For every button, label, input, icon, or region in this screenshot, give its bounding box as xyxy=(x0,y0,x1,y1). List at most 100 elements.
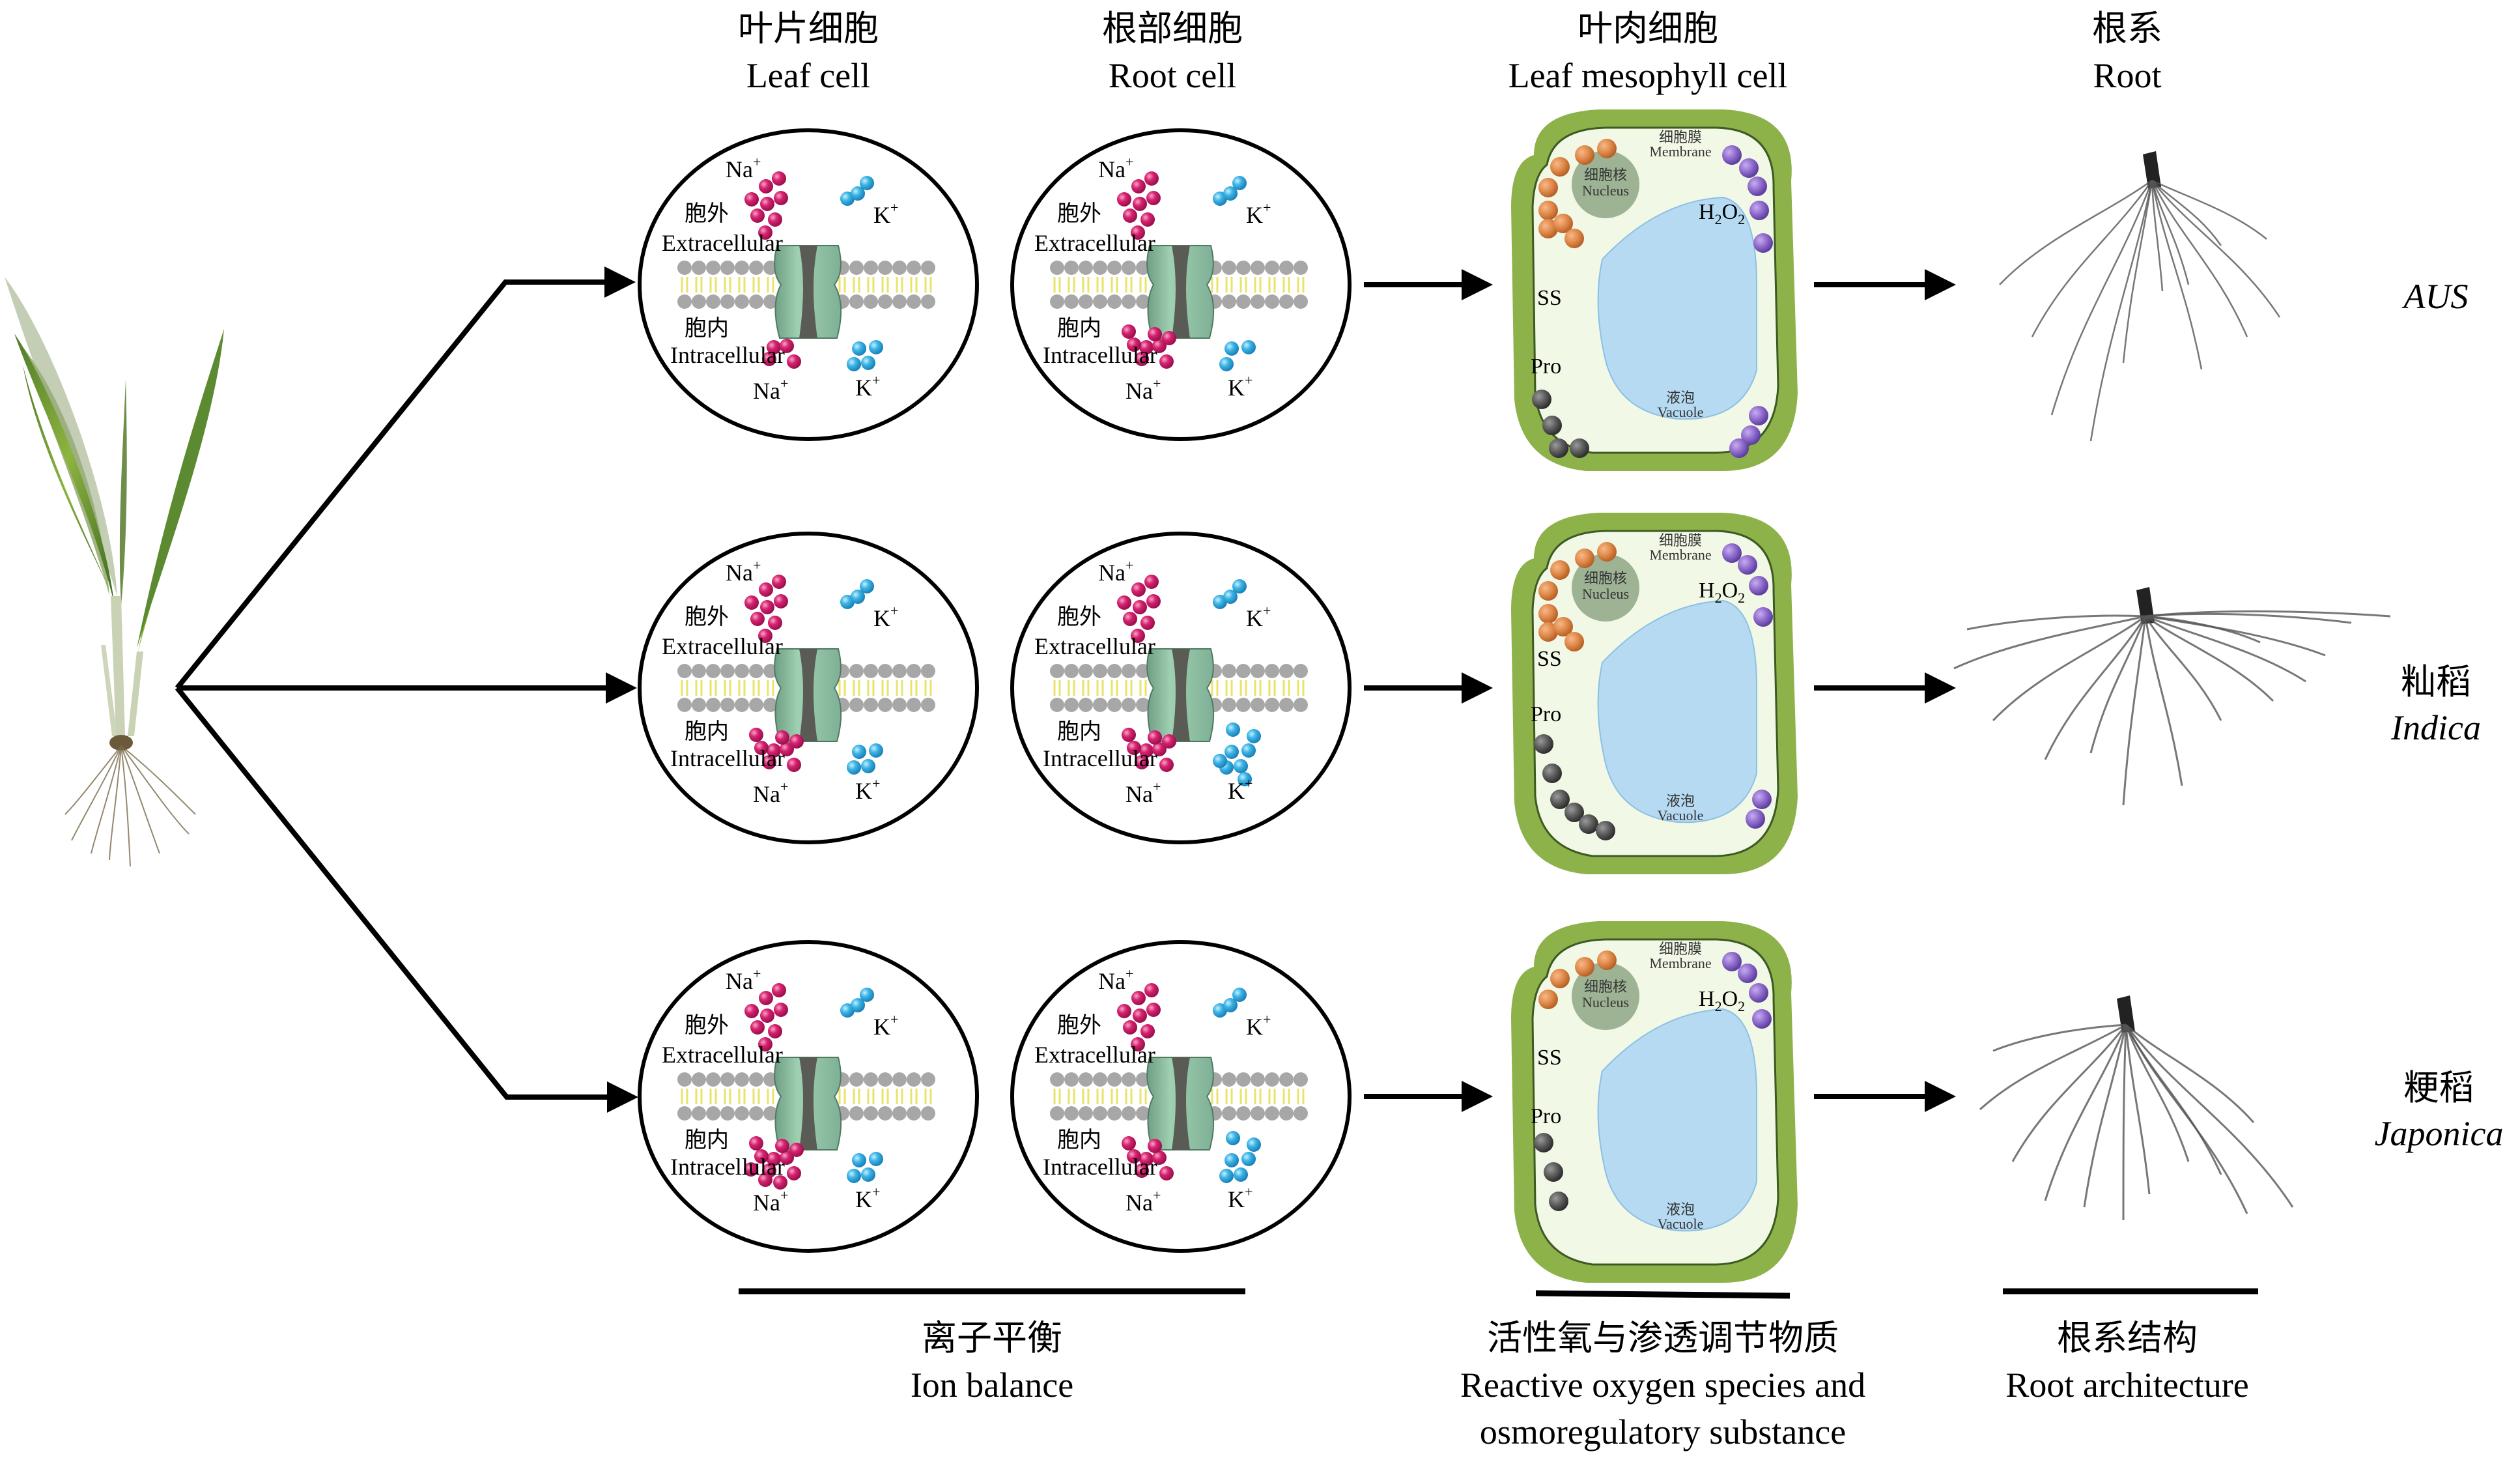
na-ion xyxy=(789,734,804,749)
nucleus-label-en: Nucleus xyxy=(1582,182,1629,199)
root-branch xyxy=(2044,616,2147,760)
plant-leaf xyxy=(119,379,127,606)
ss-particle xyxy=(1538,622,1558,642)
proline-particle xyxy=(1532,390,1551,409)
ions xyxy=(1117,983,1261,1183)
h2o2-particle xyxy=(1746,809,1765,829)
header-zh: 叶肉细胞 xyxy=(1578,9,1718,48)
k-ion xyxy=(861,759,875,773)
k-ion xyxy=(1241,340,1256,354)
root-branch xyxy=(2125,1024,2190,1162)
na-ion xyxy=(759,991,773,1005)
ss-particle xyxy=(1597,951,1617,970)
plant-leaf xyxy=(14,334,114,603)
extracellular-label-zh: 胞外 xyxy=(1057,201,1101,226)
nucleus-label-en: Nucleus xyxy=(1582,586,1629,602)
vacuole-label-zh: 液泡 xyxy=(1666,1201,1695,1218)
na-ion xyxy=(759,179,773,193)
pro-label: Pro xyxy=(1531,354,1561,379)
vacuole xyxy=(1597,599,1757,823)
na-ion xyxy=(775,730,789,745)
root-branch xyxy=(2151,180,2164,292)
na-ion xyxy=(780,1151,794,1165)
intracellular-label-zh: 胞内 xyxy=(1057,1128,1101,1152)
k-ion xyxy=(869,743,883,758)
na-ion xyxy=(758,225,772,240)
vacuole-label-zh: 液泡 xyxy=(1666,793,1695,809)
intracellular-label-en: Intracellular xyxy=(1043,745,1157,771)
ss-particle xyxy=(1550,560,1570,580)
ss-particle xyxy=(1575,957,1594,977)
nucleus xyxy=(1572,554,1639,622)
na-ion xyxy=(1117,192,1131,207)
na-ion-label: Na+ xyxy=(1098,965,1133,994)
plant-leaf xyxy=(137,329,224,648)
root-branch xyxy=(2125,1024,2294,1208)
proline-particle xyxy=(1542,764,1562,783)
nucleus xyxy=(1572,962,1639,1030)
na-ion xyxy=(1122,728,1136,742)
vacuole-label-zh: 液泡 xyxy=(1666,390,1695,406)
caption-en: osmoregulatory substance xyxy=(1479,1412,1847,1451)
na-ion xyxy=(1144,575,1159,589)
column-header-leaf-cell: 叶片细胞 Leaf cell xyxy=(678,5,939,99)
ion-symbol: K xyxy=(1246,202,1263,228)
root-branch xyxy=(2144,616,2183,786)
k-ion xyxy=(1226,722,1240,737)
k-ion-label: K+ xyxy=(1228,775,1253,804)
na-ion xyxy=(1140,616,1155,630)
root-branch xyxy=(2145,610,2391,618)
caption-zh: 根系结构 xyxy=(2057,1319,2198,1358)
vacuole xyxy=(1597,1008,1757,1232)
na-ion xyxy=(772,983,786,997)
extracellular-label-en: Extracellular xyxy=(662,230,783,256)
na-ion xyxy=(1131,582,1146,597)
h2o2-particle xyxy=(1722,952,1742,971)
k-ion xyxy=(851,590,865,604)
ion-symbol: K xyxy=(855,778,872,804)
ion-channel-protein xyxy=(1146,245,1215,339)
na-ion-label: Na+ xyxy=(1098,557,1133,586)
na-ion xyxy=(1122,324,1136,339)
membrane-label-en: Membrane xyxy=(1649,547,1711,563)
membrane-label-en: Membrane xyxy=(1649,143,1711,160)
ions xyxy=(744,575,883,775)
caption-zh: 离子平衡 xyxy=(922,1319,1062,1358)
root-branch xyxy=(1992,615,2146,722)
na-ion xyxy=(768,212,782,227)
membrane-label-zh: 细胞膜 xyxy=(1659,532,1702,549)
na-ion xyxy=(787,758,801,772)
root-branch xyxy=(2050,180,2153,416)
ss-particle xyxy=(1564,632,1584,651)
k-ion xyxy=(1225,1153,1239,1167)
na-ion xyxy=(780,742,794,756)
ion-symbol: K xyxy=(1228,778,1245,804)
na-ion xyxy=(1140,212,1155,227)
membrane-label-zh: 细胞膜 xyxy=(1659,941,1702,957)
na-ion xyxy=(1131,225,1145,240)
k-ion-label: K+ xyxy=(1228,372,1253,401)
k-ion-label: K+ xyxy=(1246,603,1271,631)
row-label-zh: 粳稻 xyxy=(2403,1068,2474,1108)
ss-label: SS xyxy=(1537,1046,1562,1070)
plant-stem xyxy=(101,645,117,736)
na-ion xyxy=(1148,730,1162,745)
h2o2-label: H2O2 xyxy=(1699,200,1745,227)
ss-particle xyxy=(1538,581,1558,601)
ion-channel-protein xyxy=(1146,648,1215,742)
h2o2-particle xyxy=(1741,425,1761,445)
proline-particle xyxy=(1550,790,1570,809)
h2o2-particle xyxy=(1729,438,1749,458)
na-ion xyxy=(774,1003,788,1017)
caption-ros-osmoregulation: 活性氧与渗透调节物质 Reactive oxygen species and o… xyxy=(1402,1315,1923,1455)
nucleus-label-zh: 细胞核 xyxy=(1584,570,1627,586)
nucleus-label-zh: 细胞核 xyxy=(1584,979,1627,995)
root-branch xyxy=(1979,1023,2127,1111)
proline-particle xyxy=(1549,438,1568,458)
header-en: Leaf cell xyxy=(746,56,871,95)
h2o2-particle xyxy=(1749,201,1769,220)
proline-particle xyxy=(1570,438,1589,458)
k-ion xyxy=(1232,176,1247,190)
